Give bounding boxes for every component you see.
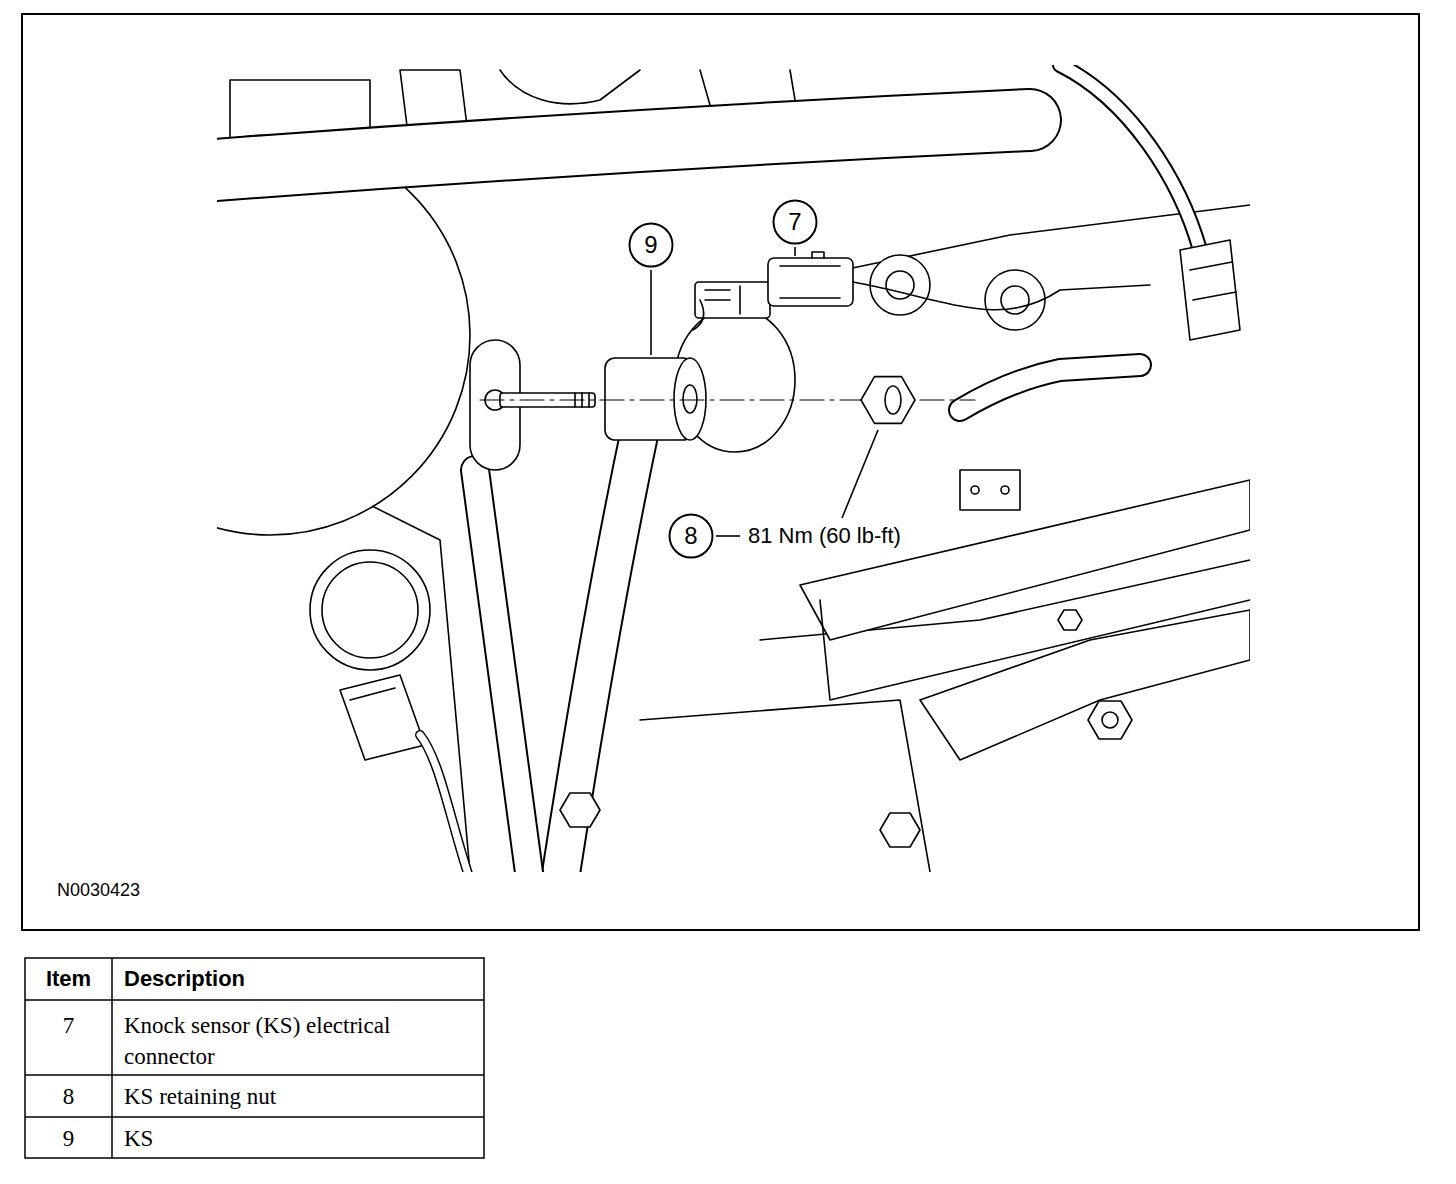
tube <box>560 430 640 872</box>
tube <box>217 65 1200 872</box>
sensor-pigtail <box>693 282 770 330</box>
parts-table <box>25 1116 484 1118</box>
engine-block <box>310 550 430 670</box>
tube <box>217 120 1030 175</box>
engine-block <box>1001 486 1009 494</box>
figure-id: N0030423 <box>54 880 143 902</box>
leader-line <box>651 247 878 536</box>
electrical-connector <box>853 282 1150 310</box>
parts-table <box>25 958 484 1158</box>
retaining-nut <box>861 377 915 424</box>
engine-block <box>960 470 1020 510</box>
engine-block <box>985 270 1045 330</box>
leader-line <box>650 270 652 355</box>
electrical-connector <box>768 252 1150 310</box>
side-connector <box>340 675 425 760</box>
sensor-pigtail <box>693 300 704 330</box>
tube <box>217 120 1030 175</box>
side-connector <box>420 735 470 872</box>
bracket <box>1088 701 1132 739</box>
table-cell: KS retaining nut <box>112 1075 484 1112</box>
callout-circle: 8 <box>668 513 714 559</box>
engine-block <box>971 486 979 494</box>
callout-number: 7 <box>788 210 801 234</box>
engine-block <box>500 70 640 104</box>
sensor-pigtail <box>695 282 770 318</box>
bracket <box>560 610 1250 847</box>
engine-block <box>640 700 930 872</box>
leader-line <box>716 535 740 537</box>
callout-number: 9 <box>644 233 657 257</box>
table-cell: KS <box>112 1117 484 1154</box>
illustration <box>217 65 1250 872</box>
table-cell: 7 <box>25 1000 112 1041</box>
callout-outline <box>670 515 713 558</box>
table-cell: 8 <box>25 1075 112 1112</box>
retaining-nut <box>861 377 915 424</box>
torque-spec: 81 Nm (60 lb-ft) <box>745 523 904 549</box>
knock-sensor <box>683 385 697 413</box>
tube <box>1060 65 1200 250</box>
table-header: Item <box>25 958 112 1000</box>
tube <box>960 365 1140 410</box>
engine-block <box>322 562 418 658</box>
leader-line <box>794 247 796 256</box>
callout-circle: 9 <box>628 222 674 268</box>
side-connector <box>350 688 395 700</box>
tube <box>475 470 530 872</box>
leader-line <box>842 430 878 518</box>
bracket <box>1058 610 1082 630</box>
retaining-nut <box>885 386 901 414</box>
tube <box>560 430 640 872</box>
table-header: Description <box>112 958 484 1000</box>
table-cell: Knock sensor (KS) electrical connector <box>112 1000 484 1072</box>
callout-circle: 7 <box>772 199 818 245</box>
side-connector <box>1180 240 1240 340</box>
callout-outline <box>630 224 673 267</box>
side-connector <box>1190 262 1236 300</box>
stud <box>470 340 595 470</box>
electrical-connector <box>780 252 840 298</box>
sensor-pigtail <box>705 286 740 314</box>
callout-number: 8 <box>684 524 697 548</box>
side-connector <box>340 240 1240 872</box>
tube <box>1060 65 1200 250</box>
parts-table <box>111 958 113 1158</box>
figure-frame <box>22 14 1419 930</box>
parts-table <box>25 958 484 1158</box>
bracket <box>1102 712 1118 728</box>
bracket <box>560 793 600 827</box>
callout-outline <box>774 201 817 244</box>
table-cell: 9 <box>25 1117 112 1154</box>
knock-sensor <box>674 358 706 440</box>
parts-table <box>25 1074 484 1076</box>
knock-sensor <box>605 358 706 440</box>
engine-block <box>870 255 930 315</box>
parts-table <box>25 999 484 1001</box>
side-connector <box>420 735 470 872</box>
bracket <box>920 610 1250 760</box>
tube <box>475 470 530 872</box>
bracket <box>880 813 920 847</box>
tube <box>960 365 1140 410</box>
